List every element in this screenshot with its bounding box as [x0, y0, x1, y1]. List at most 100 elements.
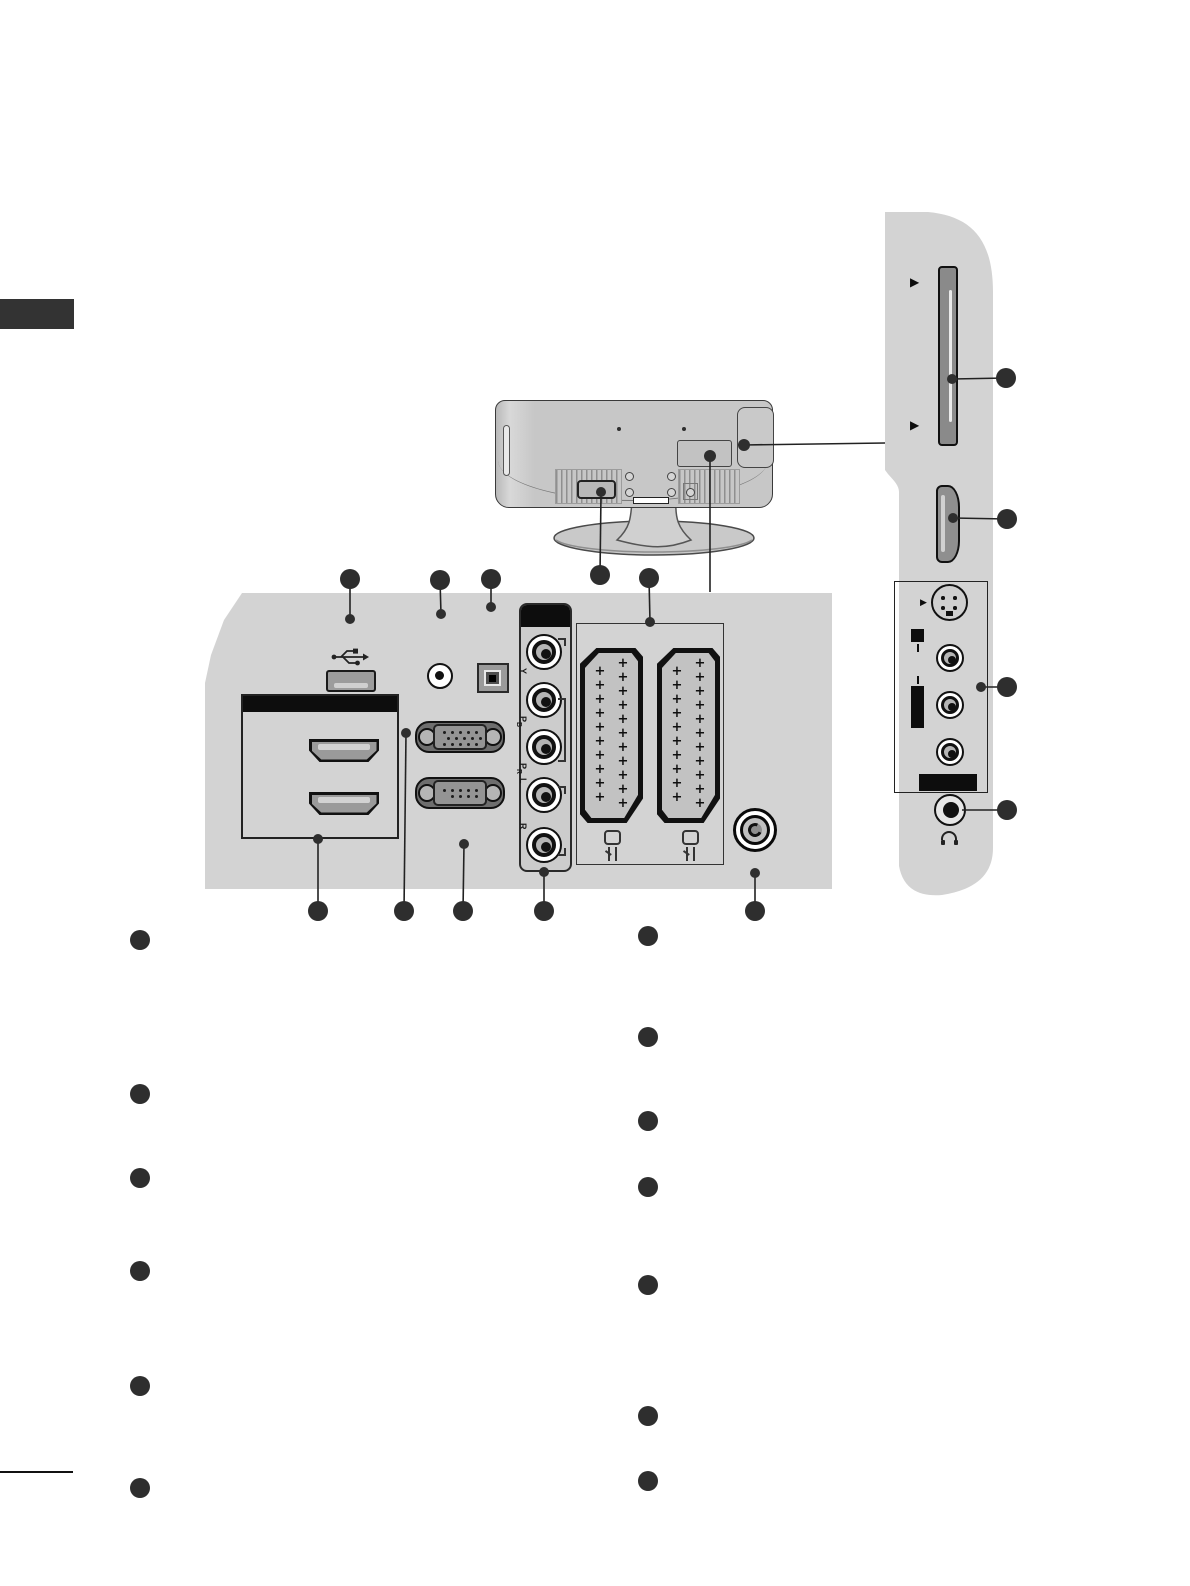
- audio-label-l: L: [518, 778, 528, 784]
- audio-label-r: R: [518, 823, 528, 830]
- optical-audio-port: [477, 663, 509, 693]
- vent-grille-right: [678, 469, 740, 504]
- scart-pin-col: ++++++++++: [594, 664, 606, 805]
- footer-rule: [0, 1471, 73, 1473]
- scart-socket-1: ++++++++++ +++++++++++: [580, 648, 643, 823]
- bullet-point: [638, 1111, 658, 1131]
- headphone-jack-core: [943, 802, 959, 818]
- tv-side-slot: [503, 425, 510, 476]
- rs232-dsub: [433, 780, 487, 806]
- side-av-label-bar: [919, 774, 977, 791]
- audio-group-line: [917, 676, 919, 684]
- scart-key-icon: [604, 830, 621, 845]
- s-video-pin: [953, 606, 957, 610]
- s-video-notch: [946, 611, 953, 616]
- scart-key-icon: [682, 830, 699, 845]
- headphones-icon: [941, 831, 959, 847]
- bullet-point: [638, 1177, 658, 1197]
- usb-icon: [331, 648, 369, 666]
- bullet-point: [130, 1084, 150, 1104]
- audio-in-jack: [427, 663, 453, 689]
- optical-audio-core: [489, 674, 496, 682]
- jack-core: [541, 842, 551, 852]
- hdmi-port-1-slot: [318, 744, 370, 750]
- headphone-jack: [934, 794, 966, 826]
- side-audio-left-jack: [936, 691, 964, 719]
- screw-notch: [683, 483, 698, 500]
- side-hdmi-slot: [941, 495, 945, 552]
- hdmi-input-box: [241, 694, 399, 839]
- component-y-jack: [526, 634, 562, 670]
- tv-stand-base-rim: [555, 539, 753, 553]
- rs232-port: [411, 772, 509, 814]
- scart-pin-col: ++++++++++: [671, 664, 683, 805]
- bullet-point: [638, 926, 658, 946]
- s-video-pin: [941, 606, 945, 610]
- group-bracket-tick: [558, 760, 564, 762]
- jack-mid: [532, 783, 556, 807]
- scart-face: ++++++++++ +++++++++++: [662, 653, 715, 818]
- optical-audio-inner: [484, 670, 501, 686]
- antenna-ring: [740, 815, 770, 845]
- group-bracket-tick: [558, 698, 564, 700]
- headphones-pad: [954, 840, 958, 845]
- scart-key-pin: [693, 847, 695, 861]
- screw-icon: [667, 488, 676, 497]
- card-slot-arrow-icon: ▶: [910, 275, 920, 289]
- s-video-port: [931, 584, 968, 621]
- pcmcia-card-slot: [938, 266, 958, 446]
- video-group-square: [911, 629, 924, 642]
- tv-label-plate: [677, 440, 732, 467]
- bullet-point: [130, 1168, 150, 1188]
- component-pr-jack: [526, 729, 562, 765]
- bullet-point: [638, 1471, 658, 1491]
- screw-icon: [667, 472, 676, 481]
- tv-side-cover-bracket: [737, 407, 774, 468]
- jack-core: [541, 744, 551, 754]
- audio-left-jack: [526, 777, 562, 813]
- card-slot-arrow-icon: ▶: [910, 418, 920, 432]
- vga-dsub: [433, 724, 487, 750]
- pcmcia-highlight: [949, 290, 952, 422]
- component-label-pr: PR: [515, 763, 528, 775]
- side-audio-right-jack: [936, 738, 964, 766]
- video-group-line: [917, 644, 919, 652]
- stand-slot-bar: [633, 497, 669, 504]
- headphones-pad: [941, 840, 945, 845]
- component-label-y: Y: [518, 668, 528, 675]
- jack-core: [948, 656, 956, 664]
- audio-group-bar: [911, 686, 924, 728]
- jack-core: [541, 792, 551, 802]
- power-cord-socket: [577, 480, 616, 499]
- audio-right-jack: [526, 827, 562, 863]
- usb-port-tongue: [334, 683, 368, 688]
- tv-stand-neck: [615, 499, 693, 548]
- bullet-point: [638, 1027, 658, 1047]
- component-label-pb: PB: [515, 716, 528, 728]
- scart-pin-col: +++++++++++: [617, 656, 629, 811]
- group-bracket-tick: [558, 786, 566, 794]
- s-video-arrow-icon: ▶: [920, 597, 927, 607]
- vga-port: [411, 716, 509, 758]
- scart-face: ++++++++++ +++++++++++: [585, 653, 638, 818]
- jack-core: [541, 649, 551, 659]
- bullet-point: [638, 1406, 658, 1426]
- scart-pin-col: +++++++++++: [694, 656, 706, 811]
- screw-icon: [682, 427, 686, 431]
- bullet-point: [130, 1261, 150, 1281]
- group-bracket-tick: [558, 848, 566, 856]
- jack-core: [948, 703, 956, 711]
- screw-icon: [617, 427, 621, 431]
- side-video-jack: [936, 644, 964, 672]
- bullet-point: [638, 1275, 658, 1295]
- s-video-pin: [953, 596, 957, 600]
- tv-rear-illustration: [495, 400, 773, 508]
- bullet-point: [130, 1376, 150, 1396]
- scart-socket-2: ++++++++++ +++++++++++: [657, 648, 720, 823]
- audio-in-jack-center: [435, 671, 444, 680]
- component-pb-jack: [526, 682, 562, 718]
- hdmi-box-header: [243, 696, 397, 712]
- scart-key-pin: [615, 847, 617, 861]
- hdmi-port-2: [309, 792, 379, 815]
